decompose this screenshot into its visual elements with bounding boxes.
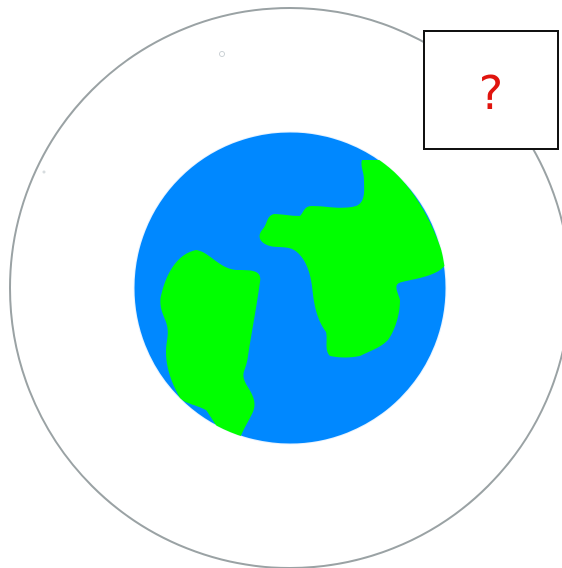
mystery-box[interactable]: ?	[423, 30, 559, 150]
earth-continent-west	[160, 250, 260, 438]
background-speck	[220, 52, 225, 57]
question-mark-icon: ?	[479, 70, 503, 116]
background-speck	[43, 171, 46, 174]
earth-icon[interactable]	[134, 132, 446, 444]
